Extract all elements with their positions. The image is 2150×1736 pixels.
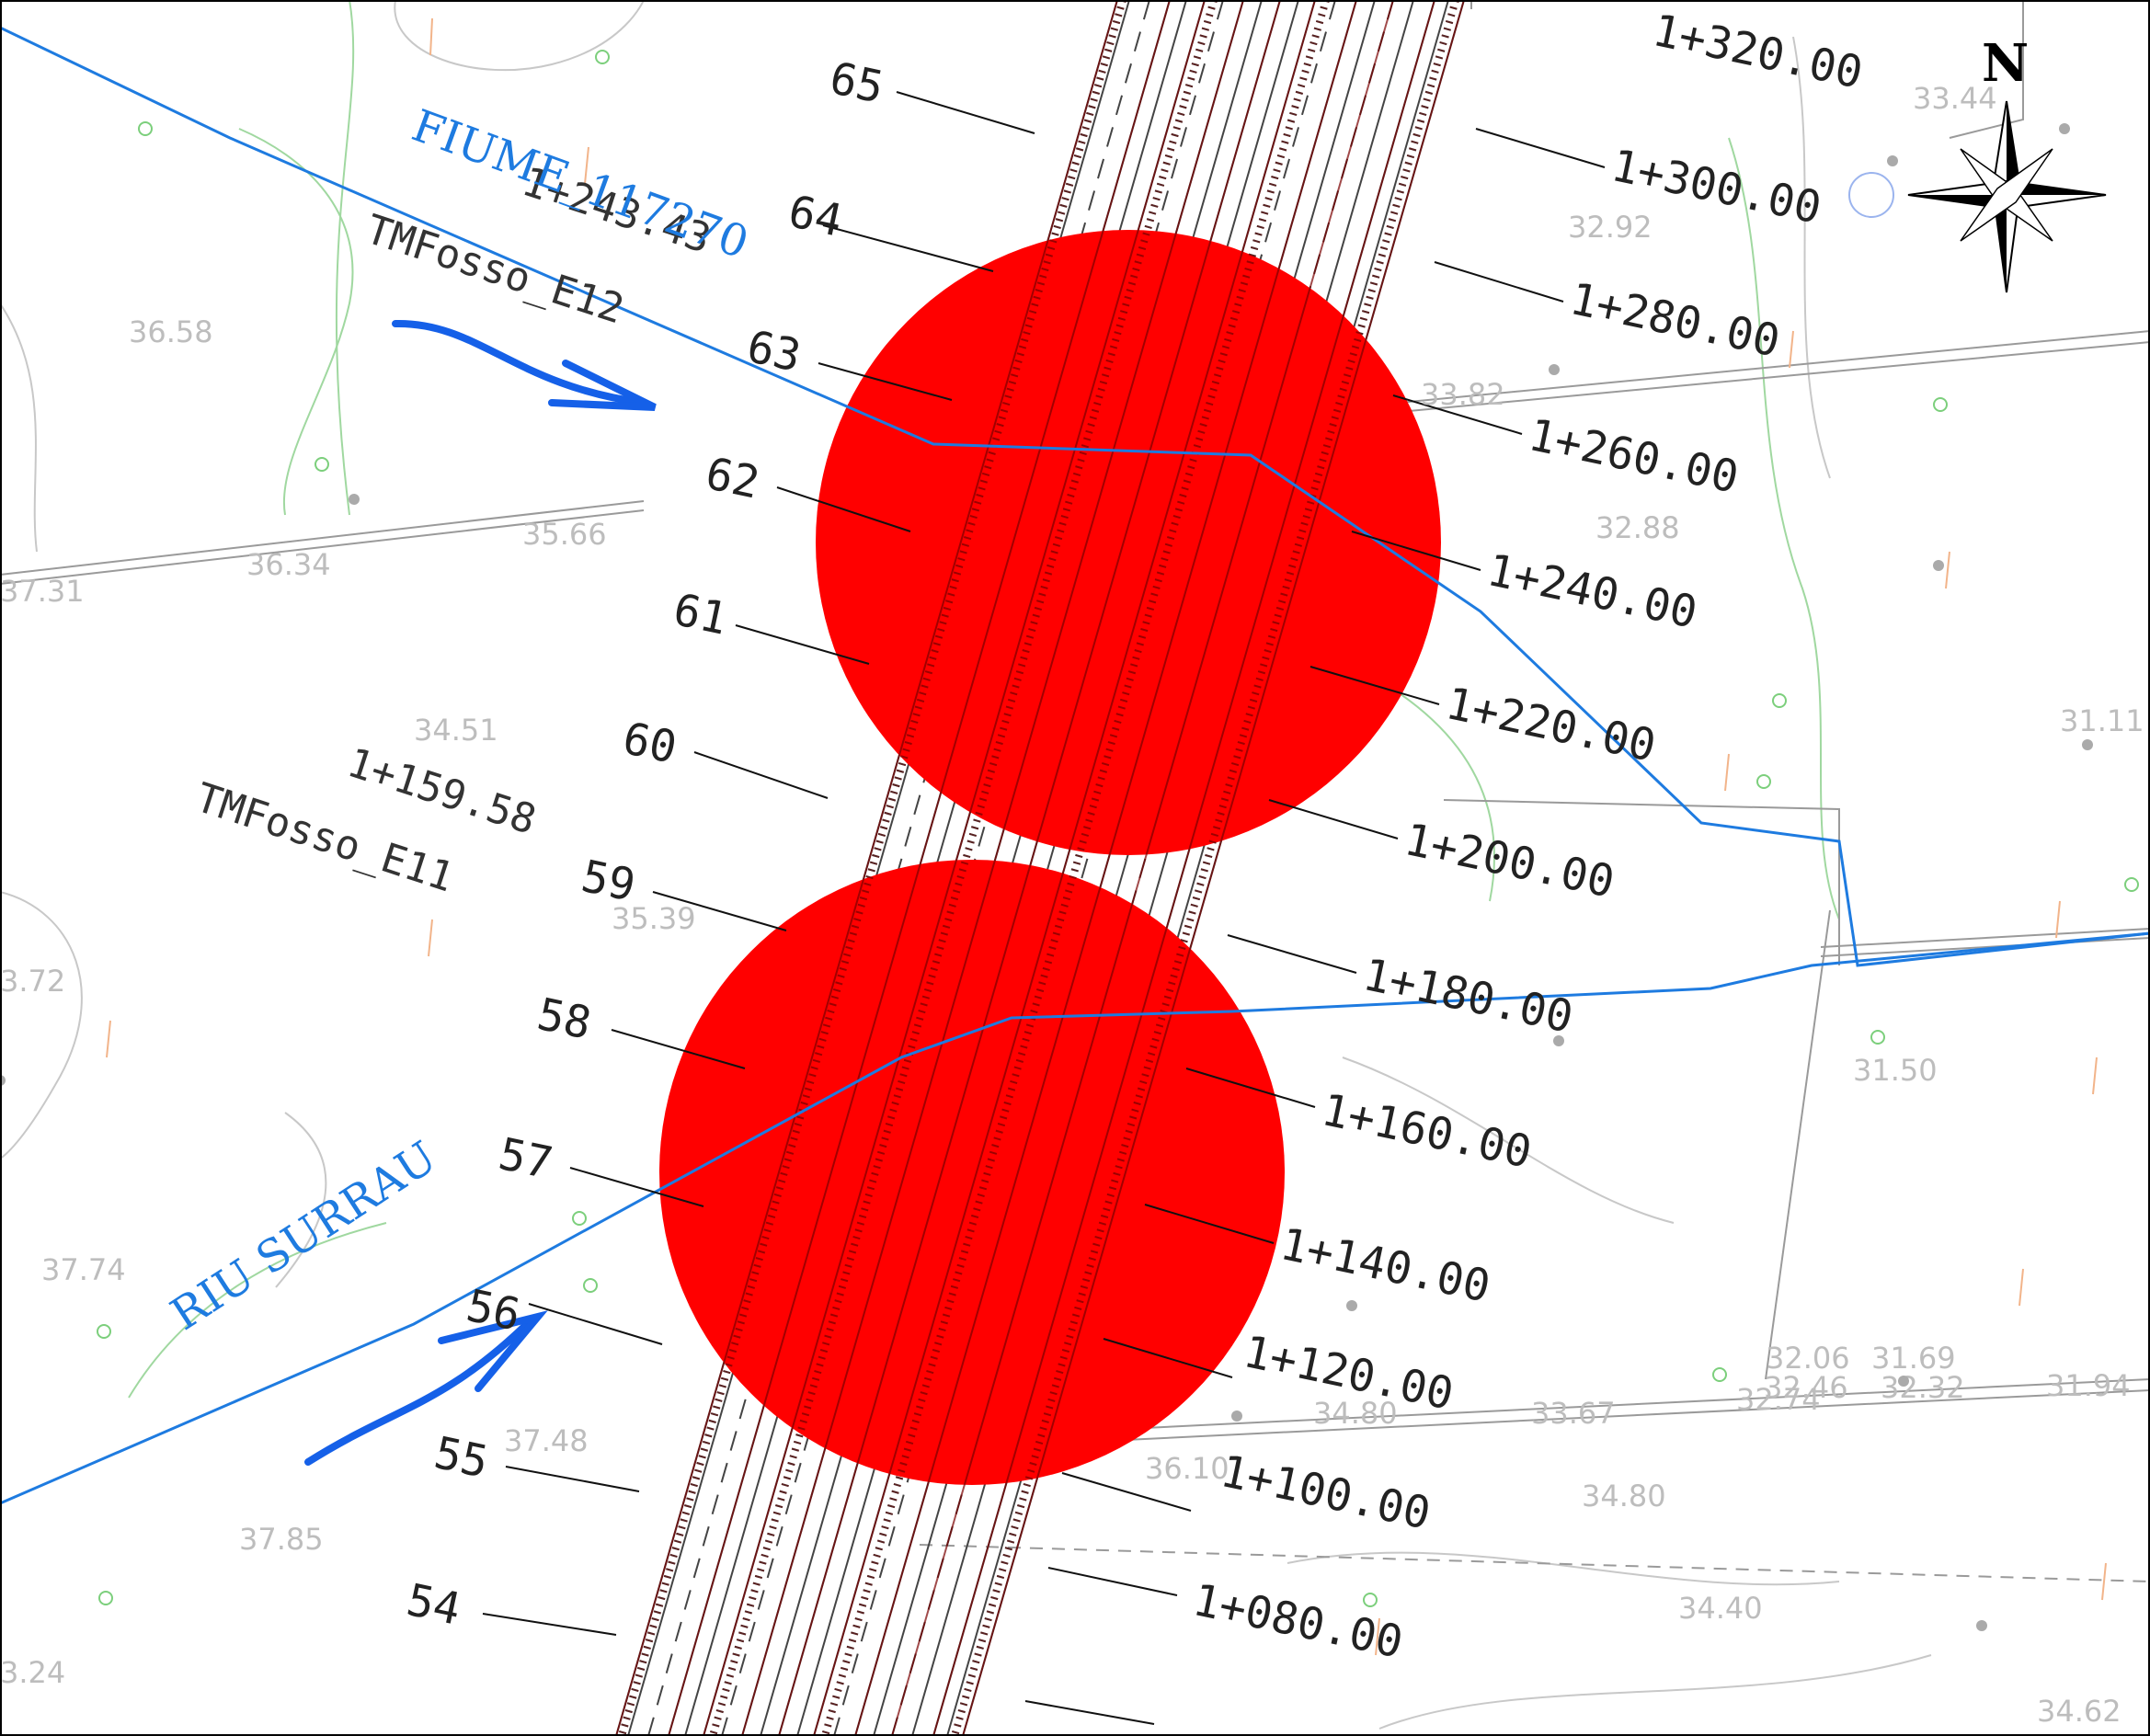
station-label-1140: 1+140.00 [1276,1218,1495,1313]
station-label-1320: 1+320.00 [1649,5,1868,99]
spot-elevation: 32.06 [1766,1341,1850,1376]
spot-elevation: 31.50 [1853,1053,1938,1088]
spot-elevation: 35.66 [522,517,607,552]
fiume-river-line [0,26,2150,967]
north-arrow-compass-rose-icon: N [1907,33,2107,293]
road-overlay [615,0,1465,1736]
station-label-1260: 1+260.00 [1525,409,1744,504]
spot-elevation: 37.85 [239,1522,324,1557]
spot-elevation: 34.62 [2037,1694,2121,1729]
spot-elevation: 31.11 [2060,703,2144,738]
upper-crossing-highlight [816,230,1441,855]
river-lines [0,26,2150,1505]
green-markers [97,50,2139,1607]
section-label-59: 59 [578,851,640,912]
section-leaders [482,91,1035,1636]
station-label-1180: 1+180.00 [1359,949,1578,1044]
station-leaders [1024,128,1606,1725]
spot-elevation: 34.51 [414,713,498,748]
spot-elevation: 32.46 [1764,1370,1848,1405]
flow-arrow-surrau [304,1310,548,1466]
spot-elevation: 34.40 [1678,1591,1763,1626]
spot-elevation: 34.80 [1582,1479,1666,1513]
section-label-54: 54 [403,1574,465,1636]
spot-elevation: 31.69 [1871,1341,1956,1376]
lower-crossing-highlight [659,860,1285,1485]
spot-elevation: 32.88 [1595,510,1680,545]
land-use-ticks [106,17,2107,1656]
spot-elevation: 35.39 [612,901,696,936]
section-label-58: 58 [533,988,596,1050]
spot-elevation: 32.32 [1881,1370,1965,1405]
station-label-1100: 1+100.00 [1217,1445,1435,1540]
section-label-55: 55 [430,1427,493,1489]
spot-elevation: 36.34 [246,547,331,582]
section-label-62: 62 [702,448,764,509]
spot-elevation: 37.48 [504,1423,589,1458]
spot-elevation: 33.44 [1913,81,1997,116]
station-label-1080: 1+080.00 [1189,1574,1408,1669]
section-label-56: 56 [463,1280,525,1342]
spot-elevation: 36.58 [129,314,213,349]
section-label-65: 65 [826,52,888,114]
section-label-60: 60 [619,713,681,774]
spot-elevation: 32.92 [1568,210,1653,245]
section-label-63: 63 [743,321,806,383]
spot-elevation: 37.31 [0,574,85,609]
station-label-1280: 1+280.00 [1566,273,1785,368]
station-label-1220: 1+220.00 [1442,678,1661,772]
section-numbers: 65 64 63 62 61 60 59 58 57 56 55 54 [403,52,888,1636]
surrau-river-line [0,931,2150,1505]
section-label-61: 61 [669,584,732,645]
spot-elevation: 37.74 [41,1252,126,1287]
blue-marker [1848,172,1894,218]
green-contours [128,0,1840,1399]
spot-elevations: 33.44 32.92 33.82 32.88 36.58 35.66 36.3… [0,81,2144,1729]
section-label-57: 57 [495,1128,557,1190]
spot-elevation: 34.80 [1313,1396,1398,1431]
terrain-contours [0,0,1932,1730]
spot-elevation: 3.24 [0,1655,65,1690]
station-label-1240: 1+240.00 [1483,544,1702,639]
spot-elevation: 36.10 [1145,1451,1229,1486]
spot-elevation: 3.72 [0,964,65,999]
section-label-64: 64 [784,186,847,247]
spot-elevation: 32.74 [1736,1382,1821,1417]
station-label-1200: 1+200.00 [1401,814,1619,908]
flow-arrow-fiume [392,319,657,411]
spot-elevation: 33.82 [1421,377,1505,412]
survey-points [0,123,2093,1631]
spot-elevation: 33.67 [1531,1396,1616,1431]
spot-elevation: 31.94 [2046,1368,2131,1403]
river-label-surrau: RIU SURRAU [162,1132,446,1342]
north-label: N [1982,33,2029,94]
field-boundaries [0,0,2150,1582]
station-label-1160: 1+160.00 [1318,1084,1537,1179]
chainage-labels: 1+320.00 1+300.00 1+280.00 1+260.00 1+24… [1189,5,1868,1669]
